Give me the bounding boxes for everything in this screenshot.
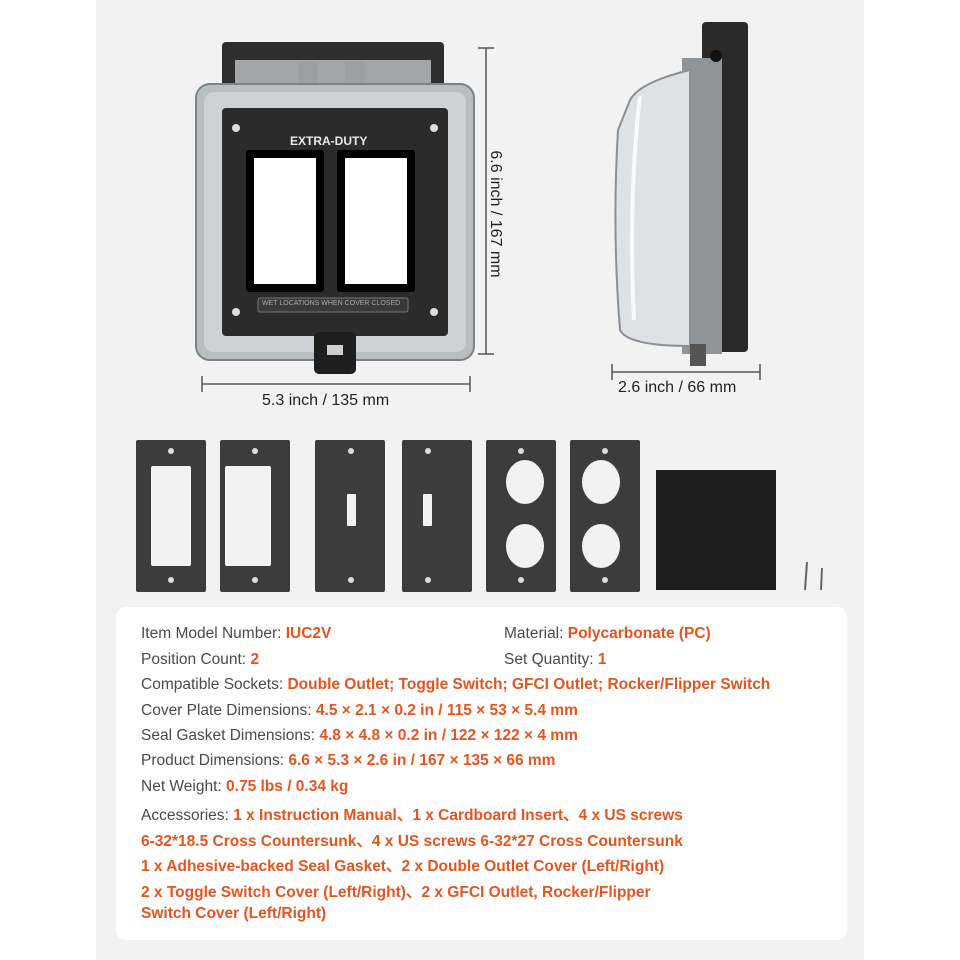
spec-panel (116, 607, 847, 940)
decorator-plate-left (136, 440, 206, 592)
weight-value: 0.75 lbs / 0.34 kg (226, 778, 349, 795)
decorator-plate-right (220, 440, 290, 592)
set-value: 1 (597, 651, 607, 668)
plate-value: 4.5 × 2.1 × 0.2 in / 115 × 53 × 5.4 mm (315, 702, 578, 719)
sockets-value: Double Outlet; Toggle Switch; GFCI Outle… (287, 676, 771, 693)
material-value: Polycarbonate (PC) (567, 625, 711, 642)
accessories-row: Accessories: 1 x Instruction Manual、1 x … (141, 803, 683, 825)
material-label: Material: (504, 625, 564, 642)
plate-label: Cover Plate Dimensions: (141, 702, 312, 719)
weight-row: Net Weight: 0.75 lbs / 0.34 kg (141, 778, 348, 796)
screws (804, 561, 823, 591)
accessories-line-2: 6-32*18.5 Cross Countersunk、4 x US screw… (141, 833, 683, 850)
set-row: Set Quantity: 1 (504, 651, 607, 669)
weight-label: Net Weight: (141, 778, 222, 795)
cover-side-view (614, 22, 748, 366)
gasket-row: Seal Gasket Dimensions: 4.8 × 4.8 × 0.2 … (141, 727, 578, 745)
model-label: Item Model Number: (141, 625, 282, 642)
set-label: Set Quantity: (504, 651, 594, 668)
product-dimension-value: 6.6 × 5.3 × 2.6 in / 167 × 135 × 66 mm (288, 752, 556, 769)
seal-gasket (656, 470, 776, 590)
gasket-value: 4.8 × 4.8 × 0.2 in / 122 × 122 × 4 mm (319, 727, 578, 744)
accessories-line-5: Switch Cover (Left/Right) (141, 905, 327, 922)
sockets-row: Compatible Sockets: Double Outlet; Toggl… (141, 676, 770, 694)
accessories-line-3: 1 x Adhesive-backed Seal Gasket、2 x Doub… (141, 858, 665, 875)
position-row: Position Count: 2 (141, 651, 259, 669)
width-dimension-label: 5.3 inch / 135 mm (262, 392, 390, 409)
toggle-plate-left (315, 440, 385, 592)
duplex-plate-left (486, 440, 556, 592)
height-dimension-label: 6.6 inch / 167 mm (487, 150, 504, 278)
position-label: Position Count: (141, 651, 247, 668)
model-value: IUC2V (285, 625, 332, 642)
model-row: Item Model Number: IUC2V (141, 625, 331, 643)
position-value: 2 (250, 651, 260, 668)
duplex-plate-right (570, 440, 640, 592)
wet-location-label: WET LOCATIONS WHEN COVER CLOSED (262, 300, 401, 307)
accessories-line-1: 1 x Instruction Manual、1 x Cardboard Ins… (233, 807, 683, 824)
material-row: Material: Polycarbonate (PC) (504, 625, 711, 643)
depth-dimension-label: 2.6 inch / 66 mm (618, 379, 737, 396)
cover-front-view (195, 42, 475, 374)
sockets-label: Compatible Sockets: (141, 676, 284, 693)
accessories-line-4: 2 x Toggle Switch Cover (Left/Right)、2 x… (141, 884, 651, 901)
plate-row: Cover Plate Dimensions: 4.5 × 2.1 × 0.2 … (141, 702, 578, 720)
dimension-lines (201, 47, 761, 392)
gasket-label: Seal Gasket Dimensions: (141, 727, 316, 744)
toggle-plate-right (402, 440, 472, 592)
accessories-label: Accessories: (141, 807, 229, 824)
extra-duty-label: EXTRA-DUTY (290, 134, 368, 148)
product-dimension-label: Product Dimensions: (141, 752, 285, 769)
product-dimension-row: Product Dimensions: 6.6 × 5.3 × 2.6 in /… (141, 752, 555, 770)
